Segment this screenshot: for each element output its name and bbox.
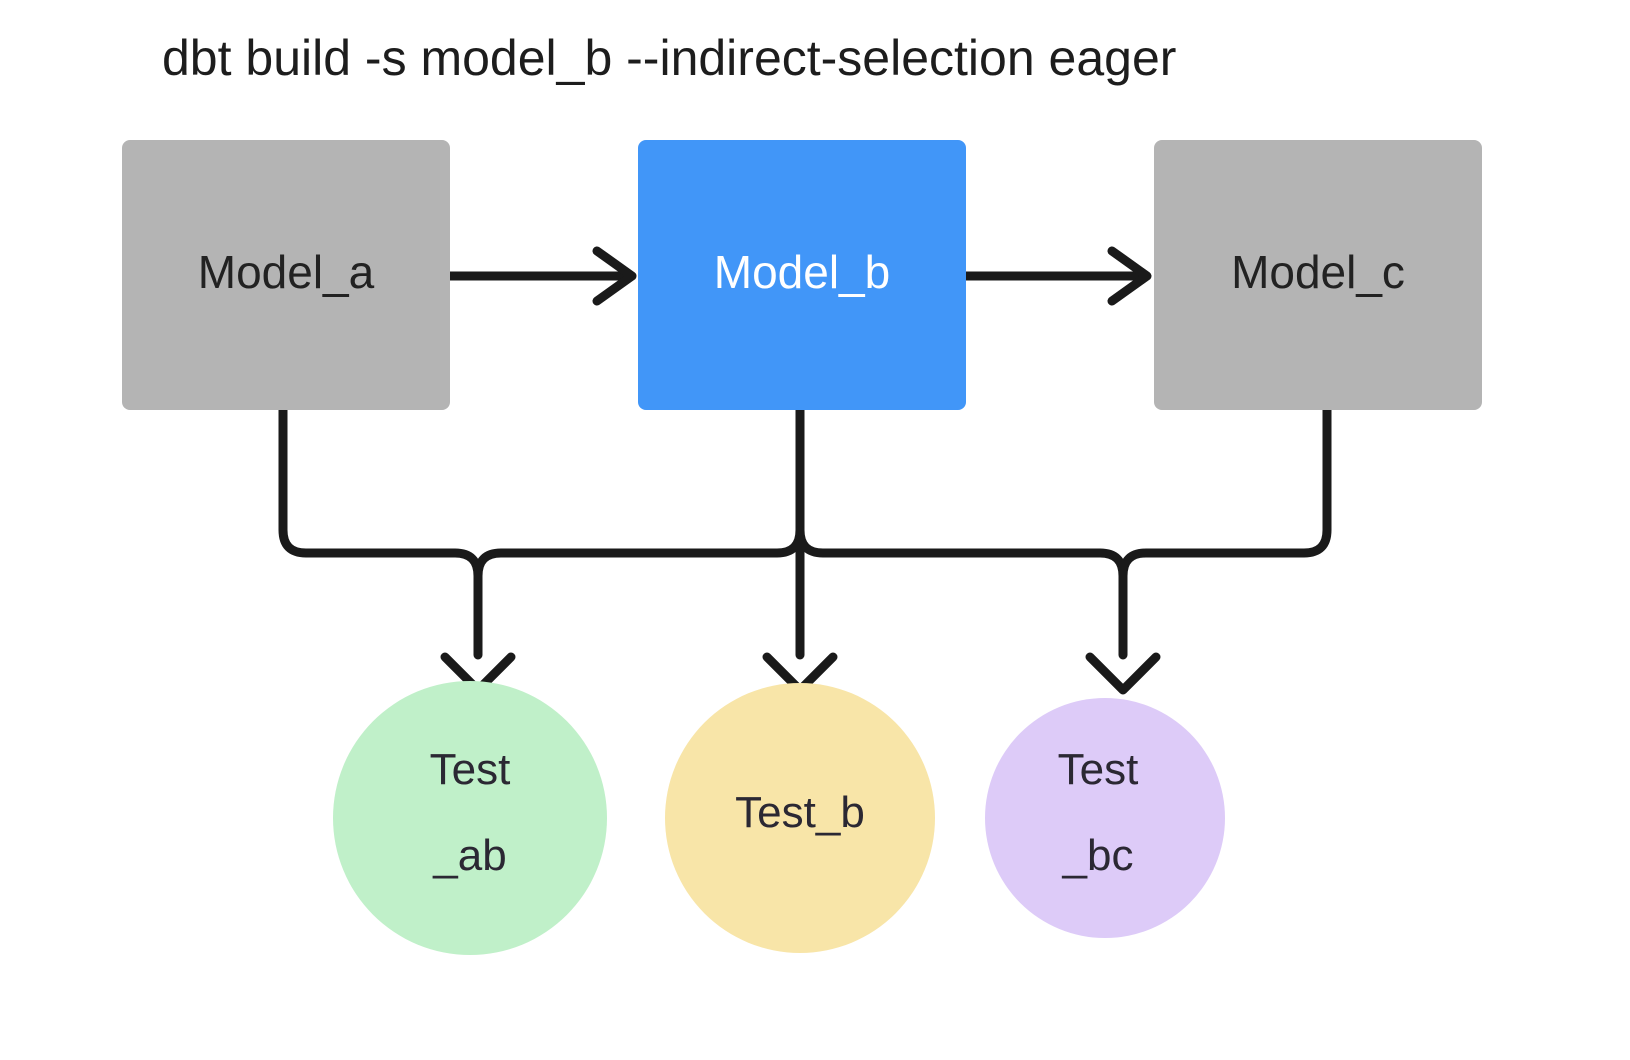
- node-test-ab[interactable]: Test _ab: [333, 681, 607, 955]
- model-c-label: Model_c: [1231, 246, 1405, 298]
- edge-model-a-to-test-ab: [278, 405, 483, 660]
- node-model-b[interactable]: Model_b: [638, 140, 966, 410]
- edge-model-b-to-model-c: [961, 246, 1152, 306]
- test-bc-label-line1: Test: [1058, 745, 1139, 794]
- node-model-a[interactable]: Model_a: [122, 140, 450, 410]
- test-bc-circle[interactable]: [985, 698, 1225, 938]
- edge-model-a-to-model-b: [445, 246, 637, 306]
- arrowhead-test-bc: [1085, 652, 1161, 695]
- test-ab-circle[interactable]: [333, 681, 607, 955]
- model-c-box[interactable]: [1154, 140, 1482, 410]
- node-model-c[interactable]: Model_c: [1154, 140, 1482, 410]
- test-b-circle[interactable]: [665, 683, 935, 953]
- model-a-box[interactable]: [122, 140, 450, 410]
- diagram-title: dbt build -s model_b --indirect-selectio…: [162, 30, 1176, 86]
- node-test-bc[interactable]: Test _bc: [985, 698, 1225, 938]
- edge-model-c-to-test-bc: [1118, 405, 1332, 660]
- edge-model-b-to-test-bc: [795, 525, 1128, 581]
- model-b-box[interactable]: [638, 140, 966, 410]
- model-b-label: Model_b: [714, 246, 890, 298]
- test-b-label-line1: Test_b: [735, 788, 865, 837]
- edge-model-b-to-test-ab: [473, 525, 805, 581]
- test-bc-label-line2: _bc: [1062, 831, 1134, 880]
- model-a-label: Model_a: [198, 246, 375, 298]
- test-ab-label-line2: _ab: [432, 831, 506, 880]
- test-ab-label-line1: Test: [430, 745, 511, 794]
- node-test-b[interactable]: Test_b: [665, 683, 935, 953]
